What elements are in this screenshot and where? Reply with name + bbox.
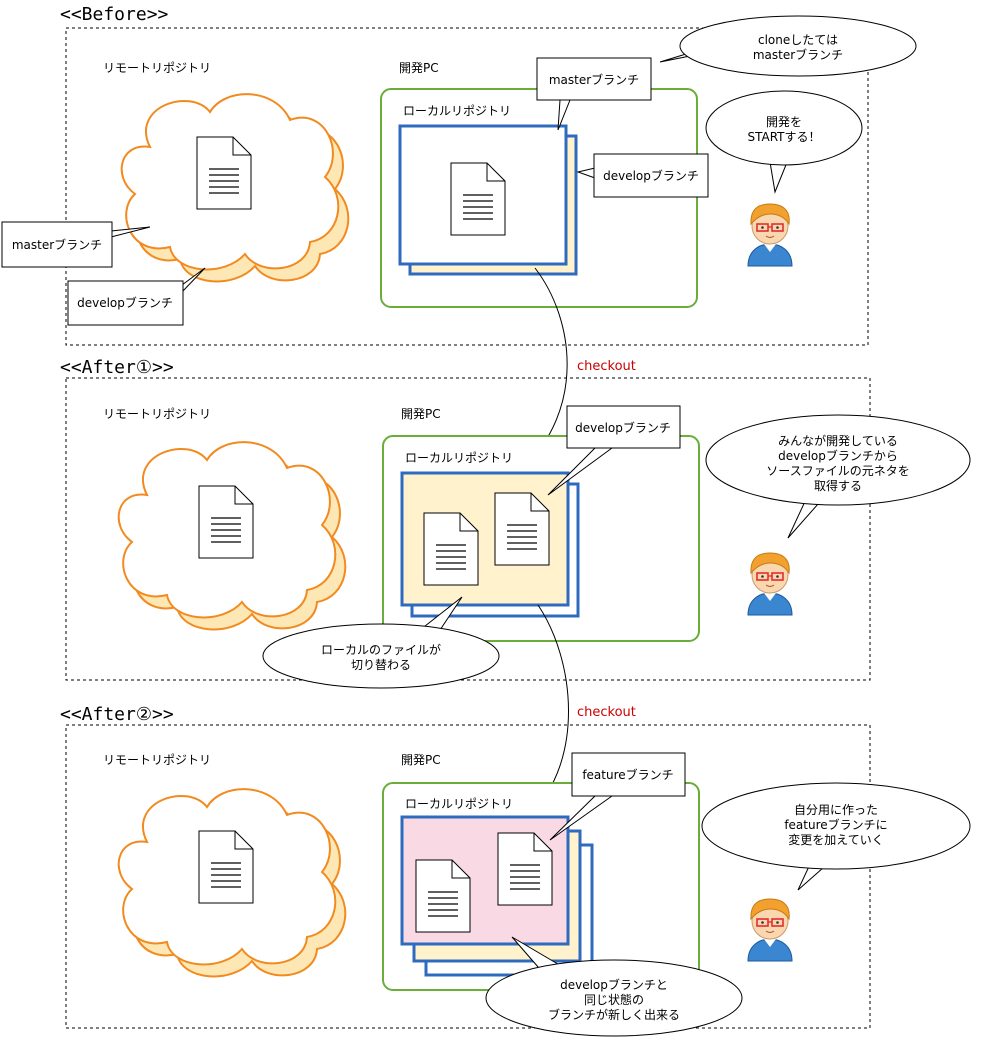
document-icon <box>494 492 550 566</box>
local-repo-label: ローカルリポジトリ <box>405 451 513 465</box>
section-before: <<Before>> リモートリポジトリ masterブランチ developブ… <box>1 4 917 346</box>
bubble-line: ソースファイルの元ネタを <box>766 464 909 478</box>
document-icon <box>450 162 506 236</box>
document-icon <box>415 859 471 933</box>
section-title: <<After①>> <box>60 357 174 378</box>
remote-repo-label: リモートリポジトリ <box>103 407 211 421</box>
local-repo-label: ローカルリポジトリ <box>403 104 511 118</box>
document-icon <box>497 832 553 906</box>
document-icon <box>198 485 254 559</box>
document-icon <box>423 512 479 586</box>
local-speech-bubble: ローカルのファイルが 切り替わる <box>262 596 500 689</box>
dev-pc-label: 開発PC <box>399 61 439 75</box>
bubble-line: developブランチから <box>778 448 898 463</box>
remote-master-callout: masterブランチ <box>1 221 151 268</box>
developer-avatar <box>747 203 793 267</box>
section-after-1: <<After①>> リモートリポジトリ 開発PC ローカルリポジトリ deve… <box>60 357 971 689</box>
bubble-line: ローカルのファイルが <box>321 642 441 657</box>
bubble-line: masterブランチ <box>753 47 843 62</box>
person-speech-bubble: 自分用に作った featureブランチに 変更を加えていく <box>701 782 971 891</box>
bubble-line: 同じ状態の <box>584 992 644 1007</box>
callout-label: masterブランチ <box>549 72 639 87</box>
bubble-line: みんなが開発している <box>778 433 898 448</box>
developer-avatar <box>747 898 793 962</box>
section-title: <<After②>> <box>60 704 174 725</box>
section-frame <box>65 27 869 346</box>
local-feature-callout: featureブランチ <box>549 752 686 841</box>
section-title: <<Before>> <box>60 4 169 25</box>
top-speech-bubble: cloneしたては masterブランチ <box>659 15 917 77</box>
document-icon <box>198 830 254 904</box>
dev-pc-label: 開発PC <box>401 407 441 421</box>
bubble-line: 変更を加えていく <box>788 832 883 847</box>
local-develop-callout: developブランチ <box>576 153 709 198</box>
bubble-line: 自分用に作った <box>794 803 878 817</box>
callout-label: developブランチ <box>575 420 671 435</box>
section-after-2: <<After②>> リモートリポジトリ 開発PC ローカルリポジトリ feat… <box>60 704 971 1037</box>
bubble-line: 切り替わる <box>351 658 411 672</box>
checkout-label: checkout <box>577 359 636 374</box>
callout-label: featureブランチ <box>582 767 673 782</box>
local-develop-callout: developブランチ <box>547 405 681 496</box>
person-speech-bubble: みんなが開発している developブランチから ソースファイルの元ネタを 取得… <box>705 414 971 539</box>
section-frame <box>65 377 871 681</box>
local-master-callout: masterブランチ <box>536 57 652 131</box>
dev-pc-label: 開発PC <box>401 753 441 767</box>
local-repo-label: ローカルリポジトリ <box>405 797 513 811</box>
checkout-label: checkout <box>577 705 636 720</box>
bubble-line: 取得する <box>814 478 862 493</box>
bubble-line: cloneしたては <box>758 33 838 47</box>
remote-repo-label: リモートリポジトリ <box>103 753 211 767</box>
callout-label: developブランチ <box>603 168 699 183</box>
developer-avatar <box>747 552 793 616</box>
callout-label: developブランチ <box>77 295 173 310</box>
bubble-line: featureブランチに <box>784 817 887 832</box>
callout-label: masterブランチ <box>12 237 102 252</box>
section-frame <box>65 724 871 1029</box>
remote-develop-callout: developブランチ <box>67 267 206 326</box>
remote-repo-label: リモートリポジトリ <box>103 61 211 75</box>
bubble-line: developブランチと <box>560 977 668 992</box>
bubble-line: 開発を <box>766 115 802 129</box>
local-speech-bubble: developブランチと 同じ状態の ブランチが新しく出来る <box>485 936 743 1037</box>
bubble-line: ブランチが新しく出来る <box>548 1007 680 1022</box>
person-speech-bubble: 開発を STARTする！ <box>705 90 863 194</box>
document-icon <box>196 136 252 210</box>
bubble-line: STARTする！ <box>747 130 820 144</box>
